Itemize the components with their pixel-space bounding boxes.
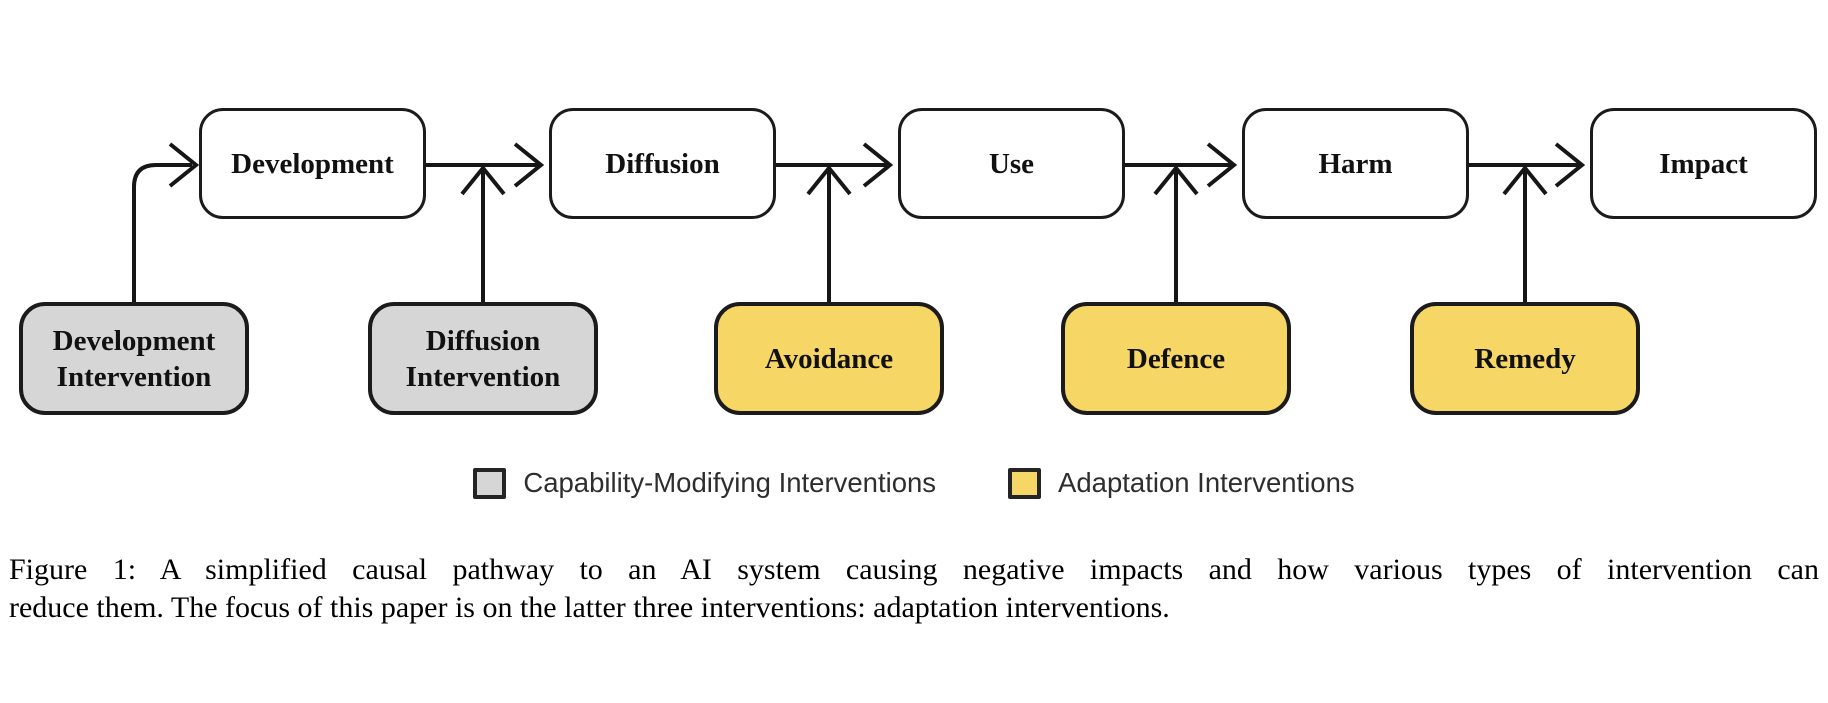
arrow-defence-head: [1153, 164, 1199, 196]
intervention-box-label-line1: Diffusion: [425, 324, 541, 357]
arrow-use-harm-head: [1206, 142, 1238, 188]
arrow-harm-impact-head: [1554, 142, 1586, 188]
stage-box-use: Use: [898, 108, 1125, 219]
arrow-development-intervention-head: [168, 142, 200, 188]
figure-caption-line-1: Figure 1: A simplified causal pathway to…: [9, 553, 1819, 586]
intervention-box-label: Defence: [1126, 342, 1226, 375]
capability-modifying-swatch-icon: [473, 467, 507, 499]
legend-item-label: Capability-Modifying Interventions: [523, 467, 937, 498]
legend: Capability-Modifying Interventions Adapt…: [0, 467, 1828, 499]
legend-item-adaptation: Adaptation Interventions: [1008, 467, 1355, 499]
stage-box-label: Impact: [1659, 147, 1748, 180]
arrow-diffusion-use-head: [862, 142, 894, 188]
arrow-remedy-head: [1502, 164, 1548, 196]
stage-box-label: Development: [231, 147, 394, 180]
intervention-box-diffusion-intervention: Diffusion Intervention: [368, 302, 598, 415]
intervention-box-avoidance: Avoidance: [714, 302, 944, 415]
legend-item-label: Adaptation Interventions: [1058, 467, 1355, 498]
intervention-box-label-line1: Development: [52, 324, 216, 357]
arrow-diffusion-intervention-head: [460, 164, 506, 196]
stage-box-label: Diffusion: [605, 147, 720, 180]
stage-box-development: Development: [199, 108, 426, 219]
arrow-development-diffusion-head: [513, 142, 545, 188]
stage-box-impact: Impact: [1590, 108, 1817, 219]
adaptation-swatch-icon: [1008, 467, 1042, 499]
intervention-box-defence: Defence: [1061, 302, 1291, 415]
stage-box-label: Use: [988, 147, 1035, 180]
legend-item-capability-modifying: Capability-Modifying Interventions: [473, 467, 936, 499]
figure-caption: Figure 1: A simplified causal pathway to…: [9, 551, 1819, 626]
intervention-box-label: Remedy: [1474, 342, 1576, 375]
intervention-box-development-intervention: Development Intervention: [19, 302, 249, 415]
stage-box-diffusion: Diffusion: [549, 108, 776, 219]
intervention-box-label-line2: Intervention: [56, 360, 212, 393]
figure-caption-line-2: reduce them. The focus of this paper is …: [9, 590, 1170, 624]
stage-box-label: Harm: [1318, 147, 1393, 180]
intervention-box-label: Avoidance: [764, 342, 894, 375]
arrow-avoidance-head: [806, 164, 852, 196]
stage-box-harm: Harm: [1242, 108, 1469, 219]
intervention-box-remedy: Remedy: [1410, 302, 1640, 415]
arrow-development-intervention-line: [132, 163, 192, 302]
intervention-box-label-line2: Intervention: [405, 360, 561, 393]
